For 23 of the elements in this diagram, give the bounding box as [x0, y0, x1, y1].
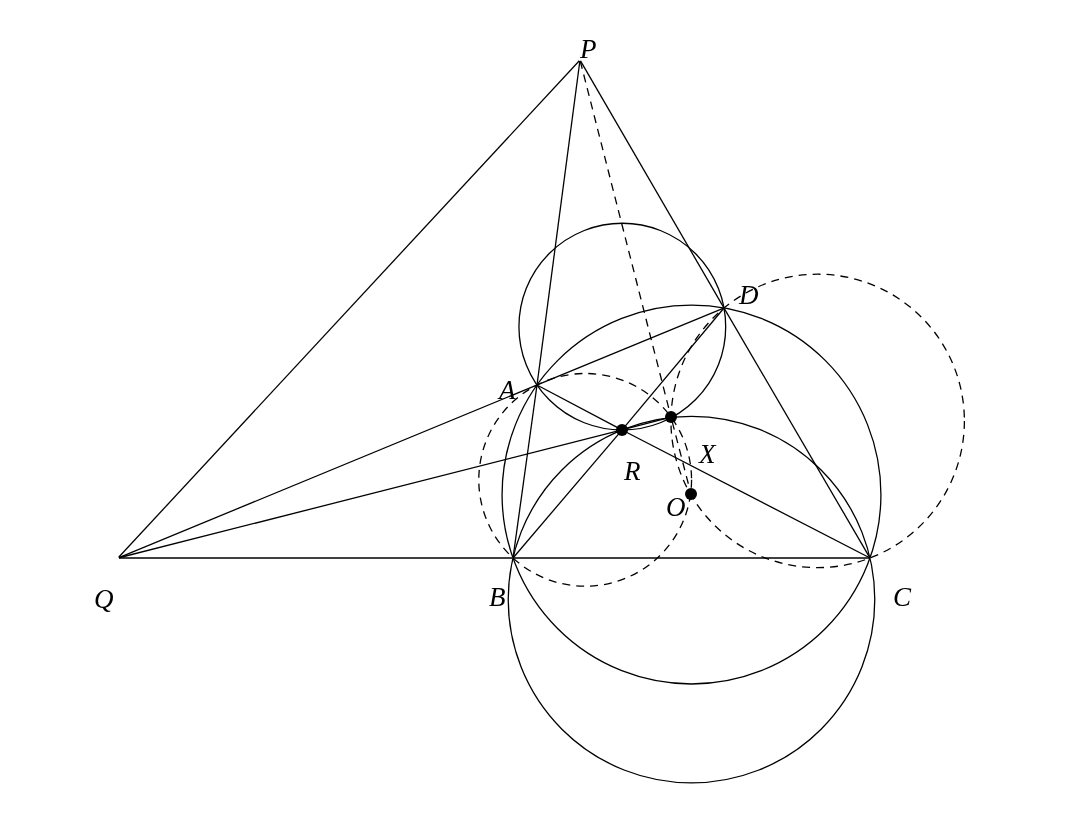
point-label: P: [580, 36, 597, 63]
line-segment: [624, 308, 724, 427]
point-label: C: [893, 584, 911, 611]
line-segment: [118, 557, 513, 559]
line-segment: [625, 431, 870, 559]
line-segment: [537, 307, 724, 386]
point-label: B: [489, 584, 506, 611]
point-label: X: [699, 441, 716, 468]
line-segment: [513, 557, 870, 559]
line-segment: [118, 60, 580, 558]
point-label: O: [666, 494, 686, 521]
line-segment: [626, 417, 667, 430]
line-segment: [512, 385, 538, 558]
point-label: R: [624, 458, 641, 485]
line-segment: [537, 384, 619, 429]
line-segment: [579, 60, 725, 308]
line-segment: [513, 433, 620, 558]
line-segment: [723, 308, 871, 558]
line-segment: [118, 384, 537, 559]
line-segment: [118, 430, 618, 559]
point-label: Q: [94, 586, 114, 613]
line-segment: [536, 60, 581, 385]
point-label: D: [739, 282, 759, 309]
